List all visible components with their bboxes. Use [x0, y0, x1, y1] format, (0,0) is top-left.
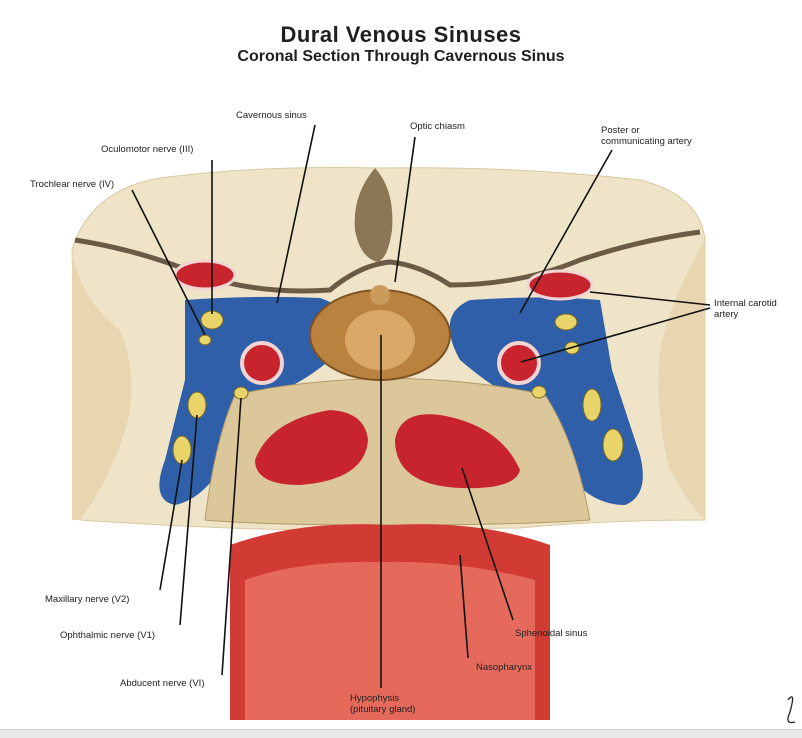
artist-signature: [787, 696, 796, 724]
label-ophthalmic-nerve: Ophthalmic nerve (V1): [60, 630, 156, 641]
label-posterior-communicating-artery: Poster or communicating artery: [601, 125, 692, 147]
right-temporal-lobe: [658, 240, 705, 520]
diagram-subtitle: Coronal Section Through Cavernous Sinus: [237, 48, 565, 65]
supraclinoid-artery-right: [526, 269, 594, 301]
oculomotor-nerve-right: [554, 313, 578, 331]
ophthalmic-nerve-right: [582, 388, 602, 422]
maxillary-nerve-left: [172, 435, 192, 465]
sphenoidal-sinus-right: [395, 414, 520, 489]
label-cavernous-sinus: Cavernous sinus: [236, 110, 307, 121]
third-ventricle: [354, 168, 393, 262]
bottom-scrollbar-strip: [0, 729, 802, 738]
label-trochlear-nerve: Trochlear nerve (IV): [30, 179, 115, 190]
label-hypophysis: Hypophysis (pituitary gland): [350, 693, 416, 715]
label-oculomotor-nerve: Oculomotor nerve (III): [101, 144, 194, 155]
leader-lines: [131, 124, 711, 688]
diagram-title: Dural Venous Sinuses: [280, 22, 522, 47]
trochlear-nerve-left: [198, 334, 212, 346]
hypophysis-highlight: [345, 310, 415, 370]
sphenoidal-sinus-left: [255, 410, 368, 485]
maxillary-nerve-right: [602, 428, 624, 462]
label-abducent-nerve: Abducent nerve (VI): [120, 678, 205, 689]
label-sphenoidal-sinus: Sphenoidal sinus: [515, 628, 588, 639]
label-maxillary-nerve: Maxillary nerve (V2): [45, 594, 130, 605]
label-internal-carotid-artery: Internal carotid artery: [714, 298, 777, 320]
supraclinoid-artery-left: [173, 259, 237, 291]
internal-carotid-artery-left: [240, 341, 284, 385]
internal-carotid-artery-right: [497, 341, 541, 385]
abducent-nerve-left: [233, 386, 249, 400]
left-temporal-lobe: [72, 250, 132, 520]
ophthalmic-nerve-left: [187, 391, 207, 419]
abducent-nerve-right: [531, 385, 547, 399]
label-optic-chiasm: Optic chiasm: [410, 121, 465, 132]
label-nasopharynx: Nasopharynx: [476, 662, 532, 673]
nasopharynx-inner: [245, 561, 535, 720]
